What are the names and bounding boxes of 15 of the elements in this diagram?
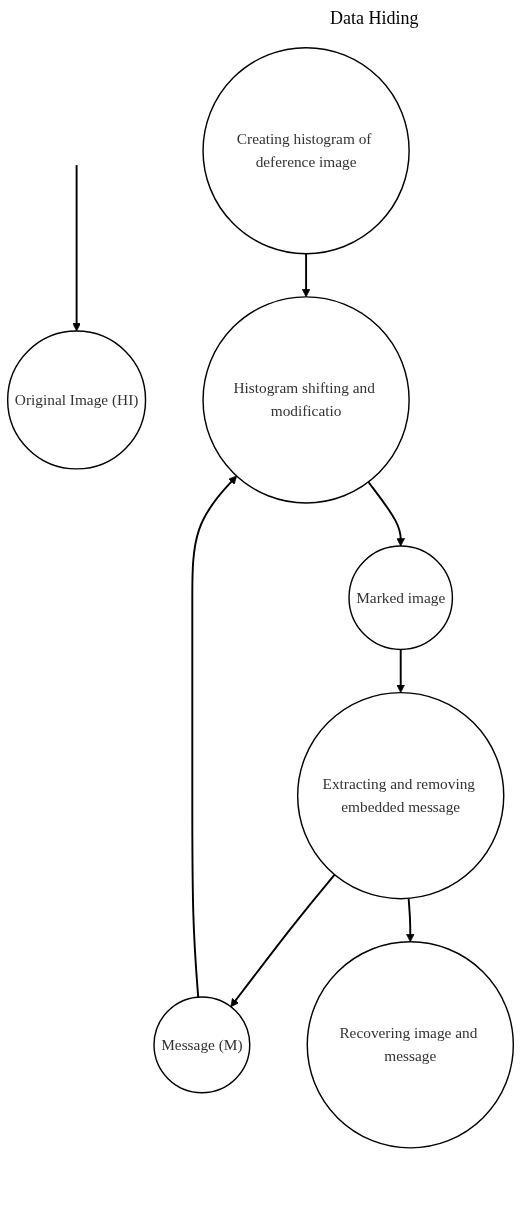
- arrow: [396, 648, 405, 693]
- arrow: [191, 475, 237, 999]
- arrow: [406, 897, 415, 943]
- node-circle: Creating histogram of deference image: [202, 46, 410, 255]
- node-circle: Marked image: [348, 545, 454, 651]
- annotation-text: Data Hiding: [330, 8, 419, 29]
- node-circle: Extracting and removing embedded message: [296, 691, 505, 900]
- arrow: [72, 164, 81, 332]
- arrow: [367, 481, 405, 547]
- node-circle: Message (M): [153, 996, 251, 1094]
- arrow: [301, 252, 311, 298]
- node-circle: Histogram shifting and modificatio: [202, 296, 410, 504]
- arrow: [230, 873, 336, 1008]
- node-circle: Original Image (HI): [6, 330, 147, 470]
- node-circle: Recovering image and message: [306, 941, 515, 1149]
